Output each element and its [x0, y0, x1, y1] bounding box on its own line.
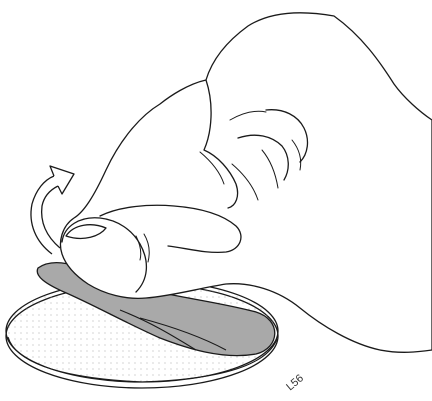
arrow-shaft	[31, 176, 54, 254]
arrow-head	[50, 166, 74, 194]
figure-code: L56	[284, 372, 306, 393]
arrow-shaft-inner	[42, 186, 60, 248]
